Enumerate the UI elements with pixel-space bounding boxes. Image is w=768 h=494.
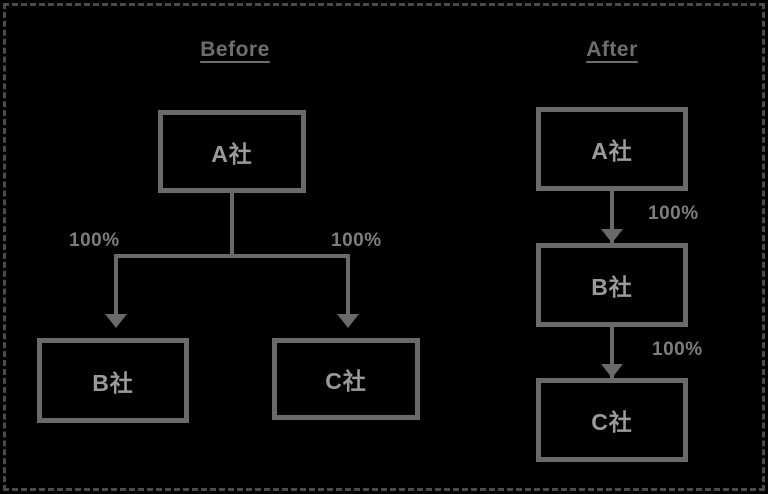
section-title-before: Before (200, 38, 270, 61)
node-after-c-label: C社 (591, 409, 633, 435)
edge-label-after-b-to-c: 100% (652, 339, 703, 360)
node-after-a[interactable]: A社 (536, 107, 688, 191)
arrowhead-after-a-to-b (601, 229, 623, 243)
edge-label-after-a-to-b: 100% (648, 203, 699, 224)
node-after-a-label: A社 (591, 138, 633, 164)
node-before-b[interactable]: B社 (37, 338, 189, 423)
node-before-c[interactable]: C社 (272, 338, 420, 420)
connector-before-trunk (230, 193, 234, 256)
node-before-c-label: C社 (325, 368, 367, 394)
node-before-a[interactable]: A社 (158, 110, 306, 193)
arrowhead-after-b-to-c (601, 364, 623, 378)
connector-after-b-to-c (610, 327, 614, 379)
connector-after-a-to-b (610, 191, 614, 244)
node-after-c[interactable]: C社 (536, 378, 688, 462)
connector-before-bus (114, 254, 350, 258)
node-after-b-label: B社 (591, 274, 633, 300)
arrowhead-before-right (337, 314, 359, 328)
connector-before-drop-right (346, 254, 350, 316)
arrowhead-before-left (105, 314, 127, 328)
connector-before-drop-left (114, 254, 118, 316)
node-after-b[interactable]: B社 (536, 243, 688, 327)
edge-label-before-right: 100% (331, 230, 382, 251)
section-title-after: After (586, 38, 638, 61)
node-before-a-label: A社 (211, 140, 253, 167)
node-before-b-label: B社 (92, 369, 134, 396)
edge-label-before-left: 100% (69, 230, 120, 251)
